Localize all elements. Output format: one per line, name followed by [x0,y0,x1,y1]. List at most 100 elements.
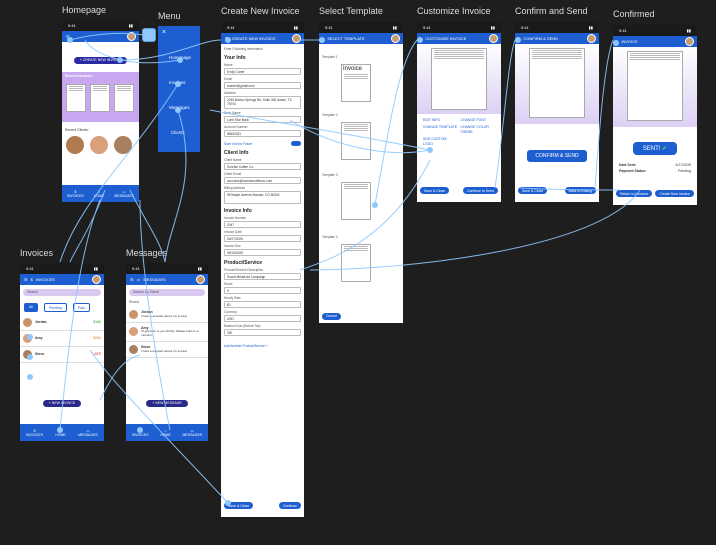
invoice-thumb-3[interactable] [114,84,134,112]
address-field[interactable]: 2245 Barton Springs Rd, Suite 300 Austin… [224,96,301,109]
description-field[interactable]: Social Media Ad Campaign [224,273,301,280]
invoice-number-field[interactable]: 2047 [224,221,301,228]
back-icon[interactable]: ‹ [617,39,619,44]
email-label: Email [224,77,232,81]
nav-invoices-label: INVOICES [131,432,149,437]
add-logo-option[interactable]: ADD CUSTOM LOGO [423,137,447,146]
back-icon[interactable]: ‹ [519,36,521,41]
menu-item-clients[interactable]: Clients [171,130,185,135]
nav-home[interactable]: ⌂HOME [94,190,105,198]
payment-status-value: Pending [678,169,691,174]
signal-icon: ▮▮ [686,28,691,33]
bank-field[interactable]: Lone Star Bank [224,116,301,123]
avatar[interactable] [127,32,136,41]
client-avatar-2[interactable] [90,136,108,155]
search-input[interactable]: Search [23,289,101,296]
save-close-button[interactable]: Save & Close [420,187,450,194]
nav-home[interactable]: ⌂HOME [55,429,66,437]
save-close-button[interactable]: Save & Close [224,502,254,509]
email-field[interactable]: ecarter@gmail.com [224,82,301,89]
back-to-editing-button[interactable]: Back to Editing [564,187,596,194]
save-future-toggle[interactable] [291,141,301,146]
menu-icon[interactable]: ☰ [66,34,70,39]
avatar[interactable] [196,275,205,284]
new-invoice-button[interactable]: Create New Invoice [655,190,694,197]
nav-home[interactable]: ⌂HOME [160,429,171,437]
menu-icon[interactable]: ☰ [130,277,134,282]
menu-icon[interactable]: ☰ [24,277,28,282]
nav-invoices[interactable]: $INVOICES [67,190,84,198]
return-invoices-button[interactable]: Return to Invoices [616,190,653,197]
rate-field[interactable]: $0 [224,301,301,308]
balance-field[interactable]: 250 [224,329,301,336]
cancel-button[interactable]: Cancel [322,312,341,320]
select-template-frame: 9:41▮▮ ‹SELECT TEMPLATE Template 1 Invoi… [319,22,403,323]
avatar[interactable] [489,34,498,43]
client-avatar-3[interactable] [114,136,132,155]
new-invoice-button[interactable]: + NEW INVOICE [42,399,82,407]
template-1-logo-text: Invoice [343,66,363,72]
invoice-thumb-2[interactable] [90,84,110,112]
invoice-row[interactable]: Jordan$150 [20,315,104,331]
back-icon[interactable]: ‹ [421,36,423,41]
template-thumb-3[interactable] [341,182,371,220]
avatar[interactable] [391,34,400,43]
menu-item-homepage[interactable]: Homepage [169,55,192,60]
menu-item-invoices[interactable]: Invoices [169,80,186,85]
create-new-invoice-button[interactable]: + CREATE NEW INVOICE [73,56,128,64]
filter-all[interactable]: All [24,303,38,312]
home-bottom-nav: $INVOICES ⌂HOME ▭MESSAGES [62,185,139,202]
change-font-option[interactable]: CHANGE FONT [460,118,486,122]
avatar[interactable] [685,37,694,46]
invoice-row[interactable]: Amy$250 [20,331,104,347]
client-email-field[interactable]: accounts@sunrisecoffeeco.com [224,177,301,184]
avatar[interactable] [587,34,596,43]
menu-icon[interactable]: ☰ [225,36,229,41]
nav-invoices[interactable]: $INVOICES [132,429,149,437]
nav-invoices[interactable]: $INVOICES [26,429,43,437]
edit-info-option[interactable]: EDIT INFO [423,118,441,122]
continue-button[interactable]: Continue [278,502,301,509]
continue-send-button[interactable]: Continue to Send [462,187,498,194]
status-time: 9:41 [68,23,76,28]
search-input[interactable]: Search by Client [129,289,205,296]
add-another-link[interactable]: Add Another Product/Service + [224,344,268,348]
close-icon[interactable]: × [162,29,167,36]
signal-icon: ▮▮ [392,25,397,30]
chat-icon: ▭ [86,428,90,433]
create-top-bar: ☰CREATE NEW INVOICE [221,33,304,44]
template-thumb-2[interactable] [341,122,371,160]
avatar[interactable] [292,34,301,43]
filter-paid[interactable]: Paid [72,303,90,312]
template-thumb-1[interactable]: Invoice [341,64,371,102]
filter-pending[interactable]: Pending [43,303,67,312]
avatar [129,327,138,337]
client-name-field[interactable]: Sunrise Coffee Co. [224,163,301,170]
template-thumb-4[interactable] [341,244,371,282]
row-name: Jordan [35,320,47,325]
change-color-option[interactable]: CHANGE COLOR THEME [460,125,489,134]
nav-messages[interactable]: ▭MESSAGES [182,429,202,437]
confirm-send-button[interactable]: CONFIRM & SEND [526,149,588,163]
name-field[interactable]: Emily Carter [224,68,301,75]
nav-messages[interactable]: ▭MESSAGES [78,429,98,437]
nav-messages[interactable]: ▭MESSAGES [114,190,134,198]
back-icon[interactable]: ‹ [323,36,325,41]
currency-field[interactable]: USD [224,315,301,322]
new-message-button[interactable]: + NEW MESSAGE [146,399,188,407]
client-avatar-1[interactable] [66,136,84,155]
invoice-thumb-1[interactable] [66,84,86,112]
invoice-due-field[interactable]: 05/15/2025 [224,249,301,256]
hours-field[interactable]: 5 [224,287,301,294]
invoice-date-field[interactable]: 04/27/2025 [224,235,301,242]
billing-address-field[interactable]: 95 Maple Avenue Boulder, CO 80302 [224,191,301,204]
change-template-option[interactable]: CHANGE TEMPLATE [423,125,458,130]
save-close-button[interactable]: Save & Close [518,187,548,194]
account-field[interactable]: 88454321 [224,130,301,137]
avatar[interactable] [92,275,101,284]
menu-item-messages[interactable]: Messages [169,105,190,110]
